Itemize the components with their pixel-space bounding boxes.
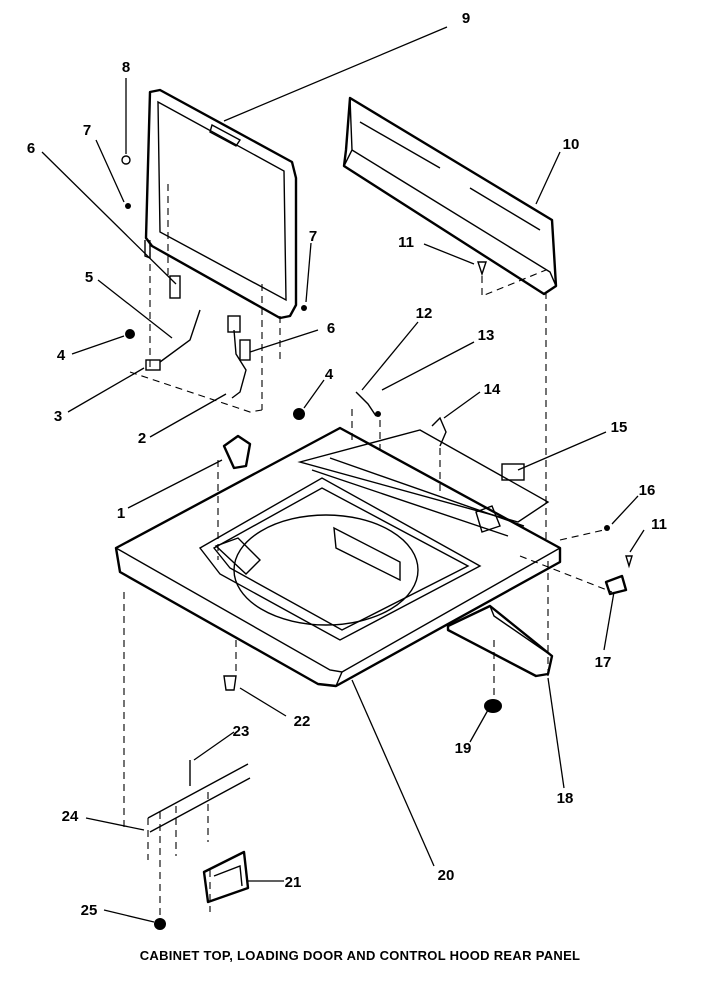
callout-3: 3 [54, 408, 62, 425]
callout-5: 5 [85, 269, 93, 286]
callout-6: 6 [27, 140, 35, 157]
callout-13: 13 [478, 327, 495, 344]
callout-4: 4 [325, 366, 334, 383]
leader-lines [41, 26, 645, 923]
callout-7: 7 [309, 228, 317, 245]
callout-14: 14 [484, 381, 501, 398]
control-hood-rear-panel [342, 96, 558, 296]
front-hinge-bracket [202, 850, 250, 904]
callout-16: 16 [639, 482, 656, 499]
small-hardware [121, 155, 633, 930]
callout-11: 11 [398, 234, 414, 251]
callout-23: 23 [233, 723, 250, 740]
callout-1: 1 [117, 505, 125, 522]
callout-25: 25 [81, 902, 98, 919]
callout-12: 12 [416, 305, 433, 322]
callout-6: 6 [327, 320, 335, 337]
callout-21: 21 [285, 874, 302, 891]
callout-7: 7 [83, 122, 91, 139]
callout-20: 20 [438, 867, 455, 884]
callout-18: 18 [557, 790, 574, 807]
callout-4: 4 [57, 347, 66, 364]
callout-labels: 9 8 7 6 10 7 11 5 6 12 13 4 4 3 14 2 15 … [27, 10, 667, 919]
cabinet-top [114, 426, 562, 688]
callout-2: 2 [138, 430, 146, 447]
alignment-lines [123, 184, 613, 916]
callout-8: 8 [122, 59, 130, 76]
callout-15: 15 [611, 419, 628, 436]
callout-17: 17 [595, 654, 612, 671]
hinge-strip [147, 763, 251, 860]
callout-11: 11 [651, 516, 667, 533]
diagram-caption: CABINET TOP, LOADING DOOR AND CONTROL HO… [139, 948, 581, 963]
callout-24: 24 [62, 808, 79, 825]
loading-door [144, 88, 298, 320]
callout-22: 22 [294, 713, 311, 730]
callout-10: 10 [563, 136, 580, 153]
callout-9: 9 [462, 10, 470, 27]
callout-19: 19 [455, 740, 472, 757]
